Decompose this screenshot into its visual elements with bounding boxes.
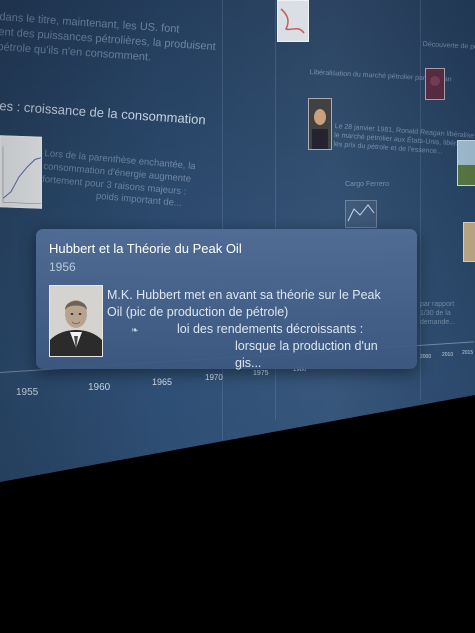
event-text-block: par rapport 1/30 de la demande... [420, 300, 455, 327]
event-text-line: ent des puissances pétrolières, la produ… [0, 25, 217, 53]
portrait-thumbnail[interactable] [308, 98, 332, 150]
empty-floor [0, 482, 475, 633]
axis-tick-label: 2015 [462, 350, 474, 356]
event-text-line: demande... [420, 319, 456, 327]
event-description: M.K. Hubbert met en avant sa théorie sur… [107, 287, 407, 372]
event-description-line: M.K. Hubbert met en avant sa théorie sur… [107, 288, 381, 302]
event-heading[interactable]: Libéralisation du marché pétrolier par R… [309, 68, 452, 84]
event-text-line: par rapport [420, 301, 455, 308]
axis-tick-label: 1965 [152, 377, 173, 387]
map-thumbnail[interactable] [277, 0, 309, 42]
event-heading[interactable]: Découverte de pétrole en Alaska et en Ca… [422, 40, 475, 56]
event-year: 1956 [49, 260, 76, 274]
leaf-bullet-icon: ❧ [131, 325, 139, 335]
event-text-line: 1/30 de la [420, 310, 451, 318]
event-description-line: lorsque la production d'un gis... [235, 339, 378, 370]
event-description-line: loi des rendements décroissants : [177, 322, 364, 336]
photo-thumbnail[interactable] [463, 222, 475, 262]
event-text-block: dans le titre, maintenant, les US. font … [0, 10, 217, 70]
event-text-line: le marché pétrolier aux États-Unis, libé… [333, 132, 467, 149]
event-text-line: Le 28 janvier 1981, Ronald Reagan libéra… [334, 122, 475, 140]
event-heading[interactable]: es : croissance de la consommation [0, 98, 207, 128]
period-divider [222, 0, 223, 440]
event-text-line: Lors de la parenthèse enchantée, la [44, 148, 197, 173]
event-text-block: Lors de la parenthèse enchantée, la cons… [41, 148, 196, 212]
chart-thumbnail[interactable] [0, 135, 42, 209]
axis-tick-label: 1955 [16, 387, 39, 398]
photo-thumbnail[interactable] [457, 140, 475, 186]
axis-tick-label: 2010 [442, 352, 454, 358]
event-text-line: les prix du pétrole et de l'essence... [333, 141, 443, 156]
axis-tick-label: 2000 [420, 354, 432, 360]
event-text-line: dans le titre, maintenant, les US. font [0, 10, 180, 36]
event-portrait-image[interactable] [49, 285, 103, 357]
event-text-block: Le 28 janvier 1981, Ronald Reagan libéra… [333, 122, 474, 159]
event-popup-card[interactable]: Hubbert et la Théorie du Peak Oil 1956 ❧… [36, 229, 417, 372]
event-text-line: poids important de... [95, 191, 183, 210]
axis-tick-label: 1970 [205, 373, 223, 382]
event-text-line: fortement pour 3 raisons majeurs : [41, 173, 187, 198]
event-text-line: consommation d'énergie augmente [42, 160, 192, 185]
axis-tick-label: 1960 [88, 382, 111, 393]
event-description-line: Oil (pic de production de pétrole) [107, 305, 289, 319]
photo-thumbnail[interactable] [425, 68, 445, 100]
event-text-line: pétrole qu'ils n'en consomment. [0, 40, 152, 64]
period-divider [420, 0, 421, 400]
event-subheading: Cargo Ferrero [345, 181, 389, 188]
event-title: Hubbert et la Théorie du Peak Oil [49, 241, 242, 256]
map-thumbnail[interactable] [345, 200, 377, 228]
